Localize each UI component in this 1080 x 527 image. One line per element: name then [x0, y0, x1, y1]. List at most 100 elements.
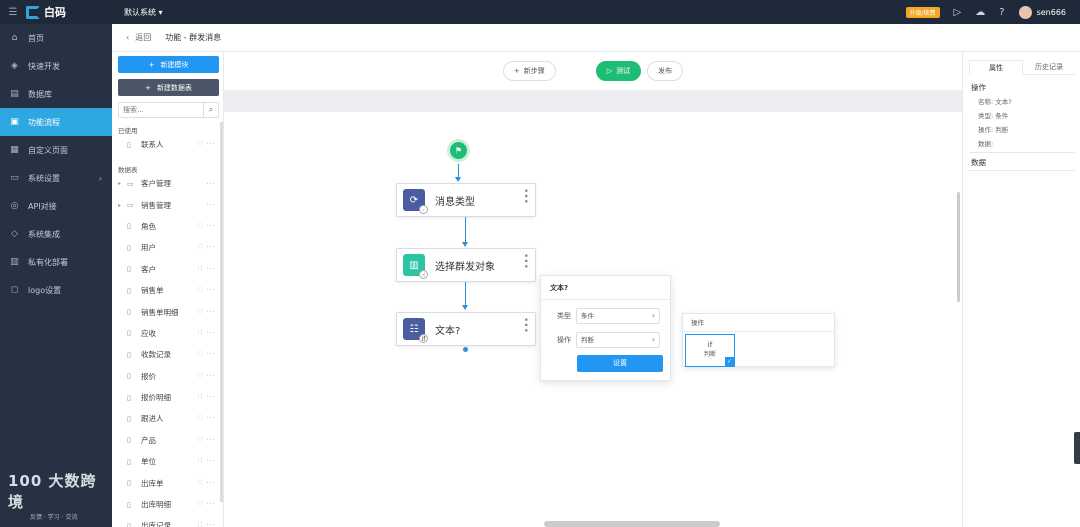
folder-item[interactable]: ▸▭客户管理···: [112, 173, 222, 194]
property-row: 数据:: [978, 138, 993, 148]
table-item[interactable]: ▯收款记录⫶⫶ ···: [112, 344, 222, 365]
operation-card-label: 判断: [703, 351, 716, 358]
more-icon[interactable]: ⫶⫶ ···: [197, 500, 216, 509]
sidebar-item[interactable]: ▦自定义页面: [0, 136, 112, 164]
table-item[interactable]: ▯跟进人⫶⫶ ···: [112, 408, 222, 429]
table-item[interactable]: ▯联系人⫶⫶ ···: [112, 134, 222, 155]
test-button[interactable]: ▷ 测试: [595, 61, 642, 81]
more-icon[interactable]: ⫶⫶ ···: [197, 264, 216, 273]
table-item[interactable]: ▯用户⫶⫶ ···: [112, 237, 222, 258]
table-item[interactable]: ▯出库明细⫶⫶ ···: [112, 494, 222, 515]
search-input[interactable]: [119, 106, 203, 114]
more-icon[interactable]: ⫶⫶ ···: [197, 350, 216, 359]
flow-node-message-type[interactable]: ⟳◦ 消息类型 •••: [396, 183, 536, 217]
document-icon: ▯: [127, 243, 131, 252]
more-icon[interactable]: ⫶⫶ ···: [197, 521, 216, 527]
add-step-dot[interactable]: [463, 347, 468, 352]
cloud-icon[interactable]: ☁: [975, 6, 986, 18]
more-icon[interactable]: ⫶⫶ ···: [197, 221, 216, 230]
connector-arrow: [462, 242, 468, 247]
op-select[interactable]: 判断 ›: [576, 332, 660, 348]
username: sen666: [1036, 7, 1066, 17]
more-icon[interactable]: ···: [206, 179, 216, 188]
folder-item[interactable]: ▸▭销售管理···: [112, 194, 222, 215]
back-link[interactable]: 返回: [135, 33, 152, 42]
canvas-horizontal-scrollbar[interactable]: [544, 521, 720, 527]
more-icon[interactable]: ⫶⫶ ···: [197, 371, 216, 380]
user-menu[interactable]: sen666: [1018, 5, 1066, 19]
more-icon[interactable]: ⫶⫶ ···: [197, 140, 216, 149]
table-item[interactable]: ▯应收⫶⫶ ···: [112, 323, 222, 344]
more-icon[interactable]: ⫶⫶ ···: [197, 478, 216, 487]
sidebar-item[interactable]: ◎API对接: [0, 192, 112, 220]
item-label: 出库记录: [141, 521, 171, 527]
table-item[interactable]: ▯产品⫶⫶ ···: [112, 430, 222, 451]
caret-icon[interactable]: ▸: [118, 180, 122, 188]
flow-node-select-targets[interactable]: ▥☝ 选择群发对象 •••: [396, 248, 536, 282]
search-icon[interactable]: ⌕: [203, 103, 218, 117]
more-icon[interactable]: ⫶⫶ ···: [197, 286, 216, 295]
table-item[interactable]: ▯出库记录⫶⫶ ···: [112, 515, 222, 527]
sidebar-item[interactable]: ⌂首页: [0, 24, 112, 52]
system-switcher[interactable]: 默认系统 ▾: [124, 7, 163, 17]
more-icon[interactable]: ⫶⫶ ···: [197, 435, 216, 444]
flow-canvas[interactable]: + 新步骤 ▷ 测试 发布 ⚑ ⟳◦ 消息类型 ••• ▥☝ 选择群发对象 ••…: [224, 52, 962, 527]
new-step-button[interactable]: + 新步骤: [502, 61, 556, 81]
canvas-vertical-scrollbar[interactable]: [957, 192, 960, 302]
play-icon[interactable]: ▷: [953, 6, 962, 18]
new-module-button[interactable]: + 新建模块: [118, 56, 219, 73]
more-icon[interactable]: •••: [520, 317, 530, 333]
sidebar-item[interactable]: ▤数据库: [0, 80, 112, 108]
publish-button[interactable]: 发布: [647, 61, 684, 81]
tab-history[interactable]: 历史记录: [1035, 63, 1063, 71]
table-item[interactable]: ▯客户⫶⫶ ···: [112, 259, 222, 280]
sidebar-item[interactable]: ▣功能流程: [0, 108, 112, 136]
document-icon: ▯: [127, 436, 131, 445]
table-item[interactable]: ▯出库单⫶⫶ ···: [112, 472, 222, 493]
flow-node-text-condition[interactable]: ☷if 文本? •••: [396, 312, 536, 346]
app-logo[interactable]: 白码: [26, 4, 114, 20]
table-item[interactable]: ▯单位⫶⫶ ···: [112, 451, 222, 472]
menu-toggle-icon[interactable]: ☰: [8, 6, 18, 18]
side-handle[interactable]: [1074, 432, 1080, 464]
operation-card-judge[interactable]: if 判断 ✓: [685, 334, 735, 367]
panel-scrollbar[interactable]: [220, 122, 223, 502]
more-icon[interactable]: ⫶⫶ ···: [197, 328, 216, 337]
folder-icon: ▭: [127, 201, 134, 210]
more-icon[interactable]: ···: [206, 201, 216, 210]
tab-properties[interactable]: 属性: [969, 60, 1023, 75]
more-icon[interactable]: ⫶⫶ ···: [197, 307, 216, 316]
property-separator: :: [991, 98, 996, 106]
sidebar-item[interactable]: ◻logo设置: [0, 276, 112, 304]
sidebar-item[interactable]: ▥私有化部署: [0, 248, 112, 276]
more-icon[interactable]: •••: [520, 253, 530, 269]
op-label: 操作: [557, 336, 571, 344]
document-icon: ▯: [127, 265, 131, 274]
watermark-sub: 反馈 · 学习 · 交流: [30, 514, 78, 521]
sidebar-item[interactable]: ◈快速开发: [0, 52, 112, 80]
start-flag-icon[interactable]: ⚑: [450, 142, 467, 159]
sidebar-item-label: 功能流程: [28, 117, 60, 127]
help-icon[interactable]: ?: [999, 6, 1005, 18]
confirm-button[interactable]: 设置: [577, 355, 663, 372]
back-icon[interactable]: ‹: [126, 33, 130, 42]
more-icon[interactable]: ⫶⫶ ···: [197, 243, 216, 252]
more-icon[interactable]: ⫶⫶ ···: [197, 457, 216, 466]
more-icon[interactable]: ⫶⫶ ···: [197, 414, 216, 423]
type-select[interactable]: 条件 ›: [576, 308, 660, 324]
sidebar-item-label: 自定义页面: [28, 145, 68, 155]
sidebar-item-label: 首页: [28, 33, 44, 43]
new-table-button[interactable]: + 新建数据表: [118, 79, 219, 96]
upgrade-badge[interactable]: 升级/续费: [905, 6, 940, 18]
sidebar-item[interactable]: ▭系统设置›: [0, 164, 112, 192]
table-item[interactable]: ▯报价⫶⫶ ···: [112, 366, 222, 387]
table-item[interactable]: ▯销售单明细⫶⫶ ···: [112, 301, 222, 322]
more-icon[interactable]: •••: [520, 188, 530, 204]
table-item[interactable]: ▯报价明细⫶⫶ ···: [112, 387, 222, 408]
more-icon[interactable]: ⫶⫶ ···: [197, 393, 216, 402]
table-item[interactable]: ▯销售单⫶⫶ ···: [112, 280, 222, 301]
table-item[interactable]: ▯角色⫶⫶ ···: [112, 216, 222, 237]
monitor-icon: ▭: [10, 173, 19, 183]
sidebar-item[interactable]: ◇系统集成: [0, 220, 112, 248]
caret-icon[interactable]: ▸: [118, 201, 122, 209]
